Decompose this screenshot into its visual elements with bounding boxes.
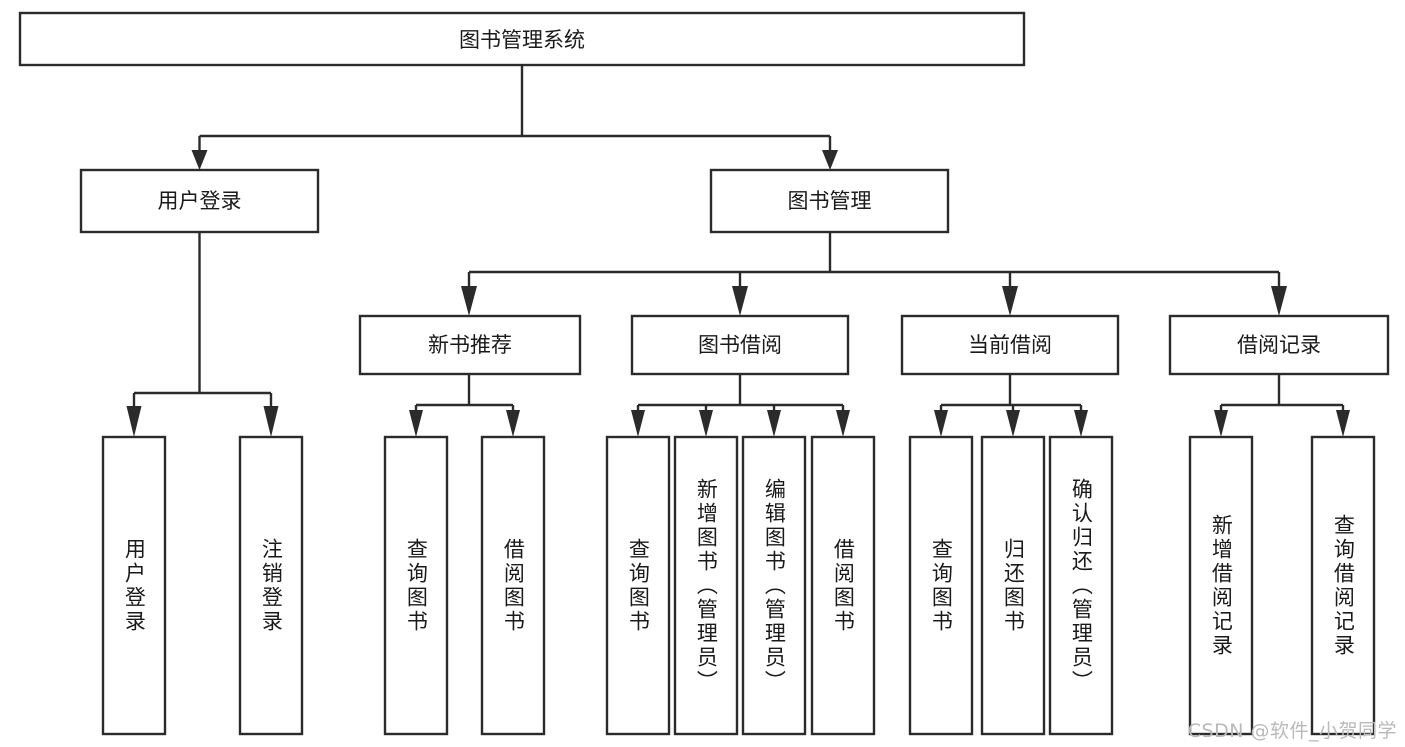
node-current-borrow[interactable]: 当前借阅 xyxy=(900,314,1120,376)
node-book-management-box[interactable] xyxy=(709,168,950,234)
leaf-box-user-login[interactable] xyxy=(101,435,167,736)
node-user-login-box[interactable] xyxy=(79,168,320,234)
arrow-head-user-login xyxy=(191,150,208,170)
node-book-borrow[interactable]: 图书借阅 xyxy=(630,314,850,376)
node-root-box[interactable] xyxy=(18,11,1026,67)
arrow-head-borrow-record xyxy=(1271,286,1287,316)
arrow-head-leaf-confirm-return xyxy=(1074,410,1088,437)
node-root-label: 图书管理系统 xyxy=(459,28,585,52)
connector-group-current-borrow xyxy=(934,374,1088,437)
leaf-box-logout[interactable] xyxy=(238,435,304,736)
leaf-box-confirm-return[interactable] xyxy=(1048,435,1114,736)
arrow-head-leaf-add-record xyxy=(1214,410,1228,437)
arrow-head-leaf-query-book-2 xyxy=(631,410,645,437)
arrow-head-leaf-return-book xyxy=(1006,410,1020,437)
leaf-box-add-book[interactable] xyxy=(673,435,739,736)
arrow-head-leaf-borrow-book-1 xyxy=(506,410,520,437)
arrow-head-leaf-user-login xyxy=(126,406,142,437)
leaf-box-borrow-book-2[interactable] xyxy=(810,435,876,736)
node-new-book-recommend-box[interactable] xyxy=(358,314,582,376)
arrow-head-new-book-rec xyxy=(461,286,477,316)
arrow-head-leaf-query-book-3 xyxy=(934,410,948,437)
connector-group-borrow-record xyxy=(1214,374,1350,437)
leaf-box-query-book-1[interactable] xyxy=(383,435,449,736)
node-current-borrow-label: 当前借阅 xyxy=(968,333,1052,357)
leaf-box-borrow-book-1[interactable] xyxy=(480,435,546,736)
node-new-book-recommend[interactable]: 新书推荐 xyxy=(358,314,582,376)
arrow-head-book-borrow xyxy=(732,286,748,316)
node-book-borrow-label: 图书借阅 xyxy=(698,333,782,357)
arrow-head-leaf-query-book-1 xyxy=(409,410,423,437)
arrow-head-leaf-logout xyxy=(263,406,279,437)
connector-group-root xyxy=(191,65,838,170)
leaf-box-edit-book[interactable] xyxy=(741,435,807,736)
node-borrow-record-label: 借阅记录 xyxy=(1237,333,1321,357)
arrow-head-current-borrow xyxy=(1002,286,1018,316)
leaf-box-return-book[interactable] xyxy=(980,435,1046,736)
connector-group-book-mgmt xyxy=(461,232,1287,316)
leaf-box-query-record[interactable] xyxy=(1310,435,1376,736)
arrow-head-book-mgmt xyxy=(822,150,838,170)
node-borrow-record-box[interactable] xyxy=(1168,314,1390,376)
leaf-box-add-record[interactable] xyxy=(1188,435,1254,736)
node-book-management[interactable]: 图书管理 xyxy=(709,168,950,234)
leaf-box-query-book-2[interactable] xyxy=(605,435,671,736)
connector-group-book-borrow xyxy=(631,374,850,437)
arrow-head-leaf-add-book xyxy=(699,410,713,437)
arrow-head-leaf-borrow-book-2 xyxy=(836,410,850,437)
node-current-borrow-box[interactable] xyxy=(900,314,1120,376)
node-user-login-label: 用户登录 xyxy=(158,189,242,213)
arrow-head-leaf-query-record xyxy=(1336,410,1350,437)
arrow-head-leaf-edit-book xyxy=(767,410,781,437)
node-borrow-record[interactable]: 借阅记录 xyxy=(1168,314,1390,376)
leaf-box-query-book-3[interactable] xyxy=(908,435,974,736)
connector-group-new-book-rec xyxy=(409,374,520,437)
csdn-watermark: CSDN @软件_小贺同学 xyxy=(1187,720,1397,742)
connector-group-user-login xyxy=(126,232,279,437)
node-book-management-label: 图书管理 xyxy=(788,189,872,213)
leaf-boxes xyxy=(101,435,1376,736)
node-user-login[interactable]: 用户登录 xyxy=(79,168,320,234)
node-new-book-recommend-label: 新书推荐 xyxy=(428,333,512,357)
node-book-borrow-box[interactable] xyxy=(630,314,850,376)
node-root[interactable]: 图书管理系统 xyxy=(18,11,1026,67)
